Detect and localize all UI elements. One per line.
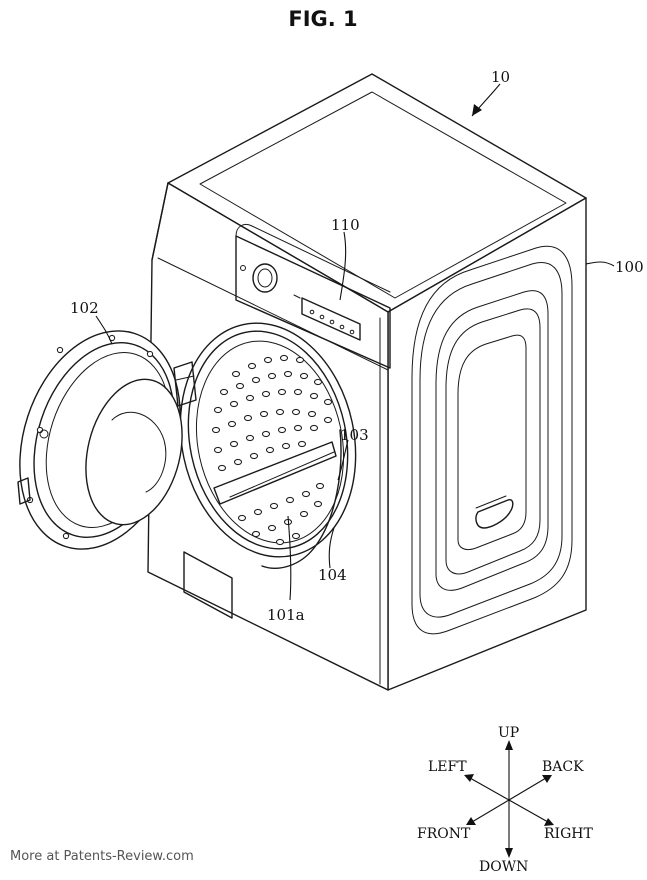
watermark-text: More at Patents-Review.com	[10, 849, 194, 864]
door-hinge	[173, 361, 197, 407]
dir-right: RIGHT	[544, 826, 593, 842]
direction-indicator: UP DOWN LEFT BACK FRONT RIGHT	[417, 725, 593, 875]
dir-back: BACK	[542, 759, 584, 775]
side-panel-embossing	[411, 245, 573, 635]
open-door	[17, 330, 197, 550]
ref-102: 102	[70, 299, 99, 317]
door-glass	[85, 378, 183, 526]
dir-left: LEFT	[428, 759, 467, 775]
dir-front: FRONT	[417, 826, 471, 842]
gasket-rim	[261, 429, 342, 569]
control-knob	[252, 263, 278, 293]
drum-perforations	[211, 354, 333, 546]
door-latch	[17, 477, 31, 505]
reference-annotations: 10 100 110 102 103 104 101a	[70, 68, 644, 624]
drum-lifter	[213, 441, 337, 505]
ref-101a: 101a	[267, 606, 305, 624]
control-panel	[235, 223, 391, 369]
ref-110: 110	[331, 216, 360, 234]
cabinet-top-inset	[199, 91, 567, 299]
ref-104: 104	[318, 566, 347, 584]
dir-down: DOWN	[479, 859, 528, 875]
ref-10: 10	[491, 68, 510, 86]
dir-up: UP	[498, 725, 519, 741]
service-hatch	[183, 551, 233, 619]
control-display	[301, 297, 361, 341]
figure-title: FIG. 1	[288, 7, 357, 31]
ref-103: 103	[340, 426, 369, 444]
ref-100: 100	[615, 258, 644, 276]
drum-opening	[179, 322, 357, 569]
